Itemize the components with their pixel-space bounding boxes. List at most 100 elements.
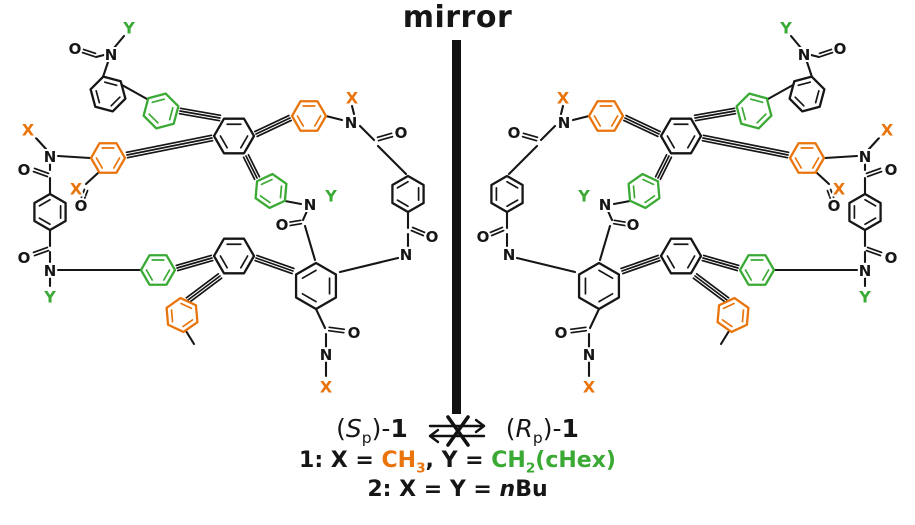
benzene-ring [716, 296, 750, 334]
benzene-ring [33, 192, 67, 232]
benzene-ring [391, 174, 425, 214]
atom-label-y: Y [779, 19, 792, 38]
atom-label-x: X [583, 378, 596, 397]
benzene-ring [165, 296, 199, 334]
bond-lines [32, 34, 426, 378]
atom-label-n: N [503, 246, 516, 264]
x-group-sub: 3 [416, 460, 426, 477]
atom-label-x: X [22, 121, 35, 140]
left-isomer-label: (Sp)-1 [336, 414, 408, 447]
benzene-ring [254, 172, 288, 210]
benzene-ring [587, 100, 625, 132]
atom-label-n: N [320, 346, 333, 364]
benzene-ring [738, 254, 776, 286]
legend1-x-eq: X = [323, 448, 382, 473]
stereo-letter: R [515, 414, 533, 443]
close-paren-dash: )- [371, 414, 391, 443]
atom-label-o: O [276, 216, 289, 234]
atom-label-o: O [477, 228, 490, 246]
benzene-ring [659, 117, 703, 155]
benzene-ring [788, 75, 826, 113]
stereo-subscript: p [361, 429, 372, 447]
atom-label-y: Y [43, 288, 56, 307]
open-paren: ( [336, 414, 346, 443]
x-group-main: CH [381, 448, 417, 473]
y-substituent-group: CH2(cHex) [491, 448, 616, 476]
atom-label-n: N [859, 148, 872, 166]
atom-label-y: Y [324, 187, 337, 206]
benzene-ring [89, 75, 127, 113]
atom-label-o: O [348, 324, 361, 342]
atom-label-x: X [833, 180, 846, 199]
legend1-number: 1: [299, 448, 324, 473]
atom-label-o: O [426, 228, 439, 246]
crossed-equilibrium-arrows-icon [428, 414, 485, 447]
open-paren: ( [505, 414, 516, 443]
stereo-subscript: p [532, 429, 543, 447]
atom-label-x: X [320, 378, 333, 397]
y-group-tail: (cHex) [535, 448, 616, 473]
atom-label-o: O [834, 40, 847, 58]
mirror-plane [452, 40, 461, 414]
atom-label-o: O [627, 216, 640, 234]
benzene-ring [577, 261, 621, 311]
nbu-italic-n: n [499, 477, 516, 503]
atom-label-o: O [885, 161, 898, 179]
atom-label-o: O [885, 249, 898, 267]
legend-line-1: 1: X = CH3, Y = CH2(cHex) [299, 448, 616, 476]
legend-line-2: 2: X = Y = nBu [367, 477, 547, 502]
atom-label-n: N [400, 246, 413, 264]
right-isomer-label: (Rp)-1 [506, 414, 579, 447]
compound-number: 1 [390, 414, 408, 443]
benzene-ring [290, 100, 328, 132]
atom-label-y: Y [122, 19, 135, 38]
atom-label-n: N [859, 262, 872, 280]
stereo-letter: S [345, 414, 362, 443]
benzene-ring [627, 172, 661, 210]
benzene-ring [212, 117, 256, 155]
benzene-ring [735, 92, 773, 130]
benzene-ring [89, 142, 127, 174]
atom-label-o: O [75, 197, 88, 215]
benzene-ring [212, 237, 256, 275]
benzene-rings [490, 75, 882, 334]
atom-label-x: X [70, 180, 83, 199]
atom-label-x: X [557, 89, 570, 108]
benzene-rings [33, 75, 425, 334]
atom-label-o: O [18, 161, 31, 179]
bond-lines [489, 34, 883, 378]
atom-label-n: N [44, 148, 57, 166]
benzene-ring [788, 142, 826, 174]
caption-block: (Sp)-1 (Rp)-1 1: X = CH3, Y = CH2(cHex) … [0, 414, 915, 502]
atom-label-n: N [558, 114, 571, 132]
atom-label-n: N [599, 196, 612, 214]
atom-label-o: O [508, 124, 521, 142]
legend2-body: X = Y = [391, 477, 500, 503]
close-paren-dash: )- [542, 414, 562, 443]
atom-label-n: N [345, 114, 358, 132]
benzene-ring [139, 254, 177, 286]
nbu-bu: Bu [515, 477, 548, 503]
benzene-ring [142, 92, 180, 130]
atom-label-o: O [555, 324, 568, 342]
legend2-number: 2: [367, 477, 392, 503]
atom-label-n: N [304, 196, 317, 214]
benzene-ring [659, 237, 703, 275]
mirror-plane-label: mirror [402, 0, 513, 35]
y-group-main: CH [491, 448, 526, 473]
atom-label-o: O [18, 249, 31, 267]
x-substituent-group: CH3 [381, 448, 426, 477]
benzene-ring [490, 174, 524, 214]
atom-label-y: Y [577, 187, 590, 206]
atom-label-o: O [69, 40, 82, 58]
atom-label-x: X [346, 89, 359, 108]
atom-label-x: X [881, 121, 894, 140]
legend1-mid: , Y = [425, 448, 492, 473]
atom-label-o: O [828, 197, 841, 215]
atom-label-n: N [105, 46, 118, 64]
